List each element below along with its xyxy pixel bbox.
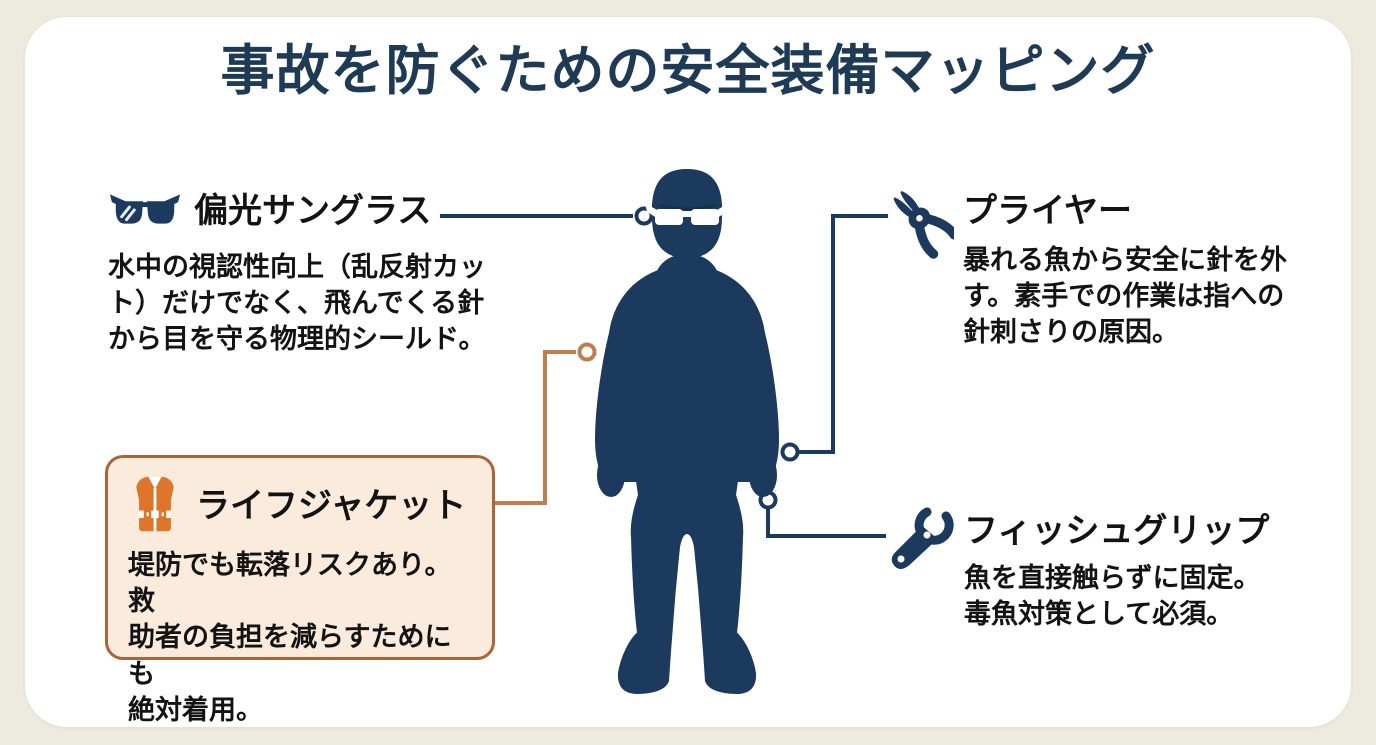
figure-cap-brim: [658, 203, 716, 211]
callout-desc-pliers: 暴れる魚から安全に針を外 す。素手での作業は指への 針刺さりの原因。: [963, 244, 1287, 348]
callout-desc-fishgrip: 魚を直接触らずに固定。 毒魚対策として必須。: [964, 562, 1261, 629]
callout-title-sunglasses: 偏光サングラス: [194, 192, 432, 231]
callout-fishgrip: フィッシュグリップ 魚を直接触らずに固定。 毒魚対策として必須。: [886, 503, 1296, 632]
figure-hand-right: [749, 453, 777, 497]
callout-pliers: プライヤー 暴れる魚から安全に針を外 す。素手での作業は指への 針刺さりの原因。: [890, 183, 1294, 350]
page-title: 事故を防ぐための安全装備マッピング: [220, 41, 1156, 101]
callout-desc-lifejacket: 堤防でも転落リスクあり。救 助者の負担を減らすためにも 絶対着用。: [128, 550, 452, 725]
callout-title-fishgrip: フィッシュグリップ: [964, 512, 1270, 550]
callout-title-lifejacket: ライフジャケット: [196, 487, 467, 526]
callout-desc-sunglasses: 水中の視認性向上（乱反射カッ ト）だけでなく、飛んでくる針 から目を守る物理的シ…: [108, 252, 486, 355]
pliers-icon: [890, 183, 959, 264]
life-jacket-icon: [128, 474, 182, 539]
callout-lifejacket: ライフジャケット 堤防でも転落リスクあり。救 助者の負担を減らすためにも 絶対着…: [105, 455, 495, 725]
figure-sunglasses: [645, 203, 729, 225]
angler-figure: [575, 165, 800, 710]
fish-grip-icon: [886, 503, 956, 574]
figure-hand-left: [597, 453, 625, 497]
sunglasses-icon: [108, 186, 182, 237]
callout-sunglasses: 偏光サングラス 水中の視認性向上（乱反射カッ ト）だけでなく、飛んでくる針 から…: [108, 186, 500, 358]
callout-title-pliers: プライヤー: [963, 192, 1132, 230]
